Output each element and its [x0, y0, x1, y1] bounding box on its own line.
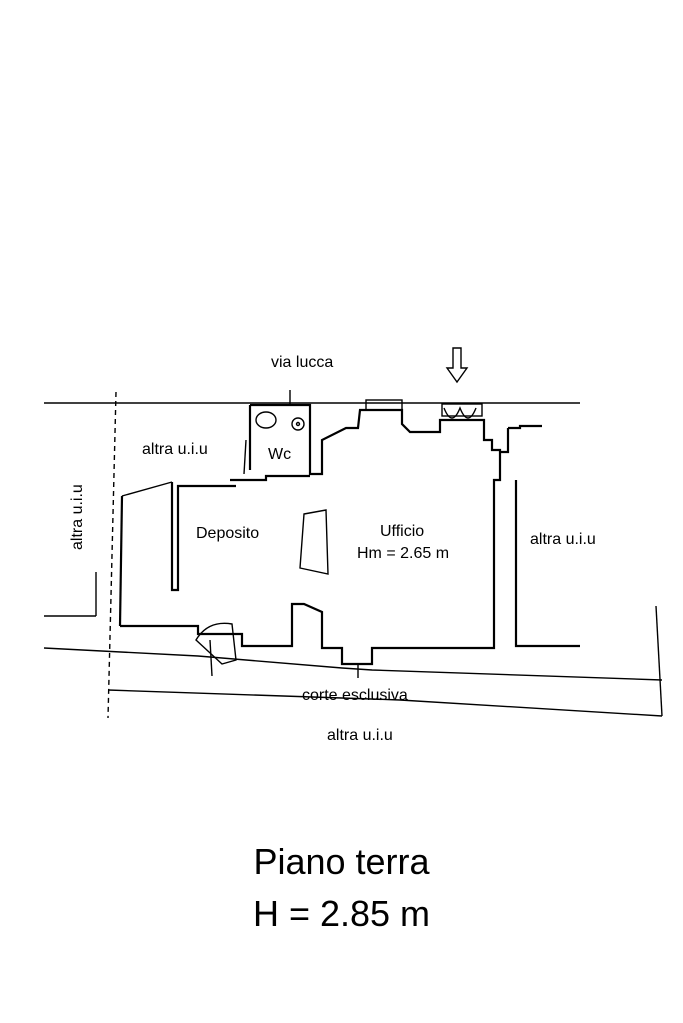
- north-window-2: [441, 403, 483, 417]
- other-unit-bottom-label: altra u.i.u: [327, 727, 393, 744]
- courtyard-label: corte esclusiva: [302, 687, 408, 704]
- right-unit-wall-3: [514, 480, 580, 648]
- other-unit-left-label: altra u.i.u: [69, 484, 86, 550]
- street-label: via lucca: [271, 354, 333, 371]
- north-door-swing: [443, 406, 477, 419]
- entrance-arrow-icon: [445, 347, 469, 384]
- deposit-west-wall: [118, 495, 124, 627]
- building-outline: [120, 403, 502, 666]
- right-boundary: [655, 605, 663, 717]
- wc-label: Wc: [268, 446, 291, 463]
- other-unit-top-left-label: altra u.i.u: [142, 441, 208, 458]
- other-unit-right-label: altra u.i.u: [530, 531, 596, 548]
- wc-south-wall: [230, 474, 310, 482]
- courtyard-south-line: [107, 689, 663, 717]
- sink-drain-icon: [295, 421, 301, 427]
- south-door-icon: [195, 622, 237, 677]
- sink-icon: [291, 417, 305, 431]
- deposit-label: Deposito: [196, 525, 259, 542]
- wc-door-leaf: [243, 439, 247, 475]
- floor-height: H = 2.85 m: [252, 893, 431, 934]
- right-unit-wall: [508, 424, 542, 430]
- north-window-1: [365, 399, 403, 411]
- office-label: Ufficio: [380, 523, 424, 540]
- right-unit-wall-2: [500, 428, 510, 454]
- courtyard-north-line: [43, 647, 663, 681]
- internal-opening: [299, 509, 329, 575]
- floor-title: Piano terra: [253, 841, 430, 882]
- west-door-leaf: [121, 481, 173, 497]
- toilet-icon: [255, 411, 277, 429]
- interior-partition: [170, 482, 236, 592]
- office-height-label: Hm = 2.65 m: [357, 545, 449, 562]
- property-boundary-dashed: [107, 391, 117, 719]
